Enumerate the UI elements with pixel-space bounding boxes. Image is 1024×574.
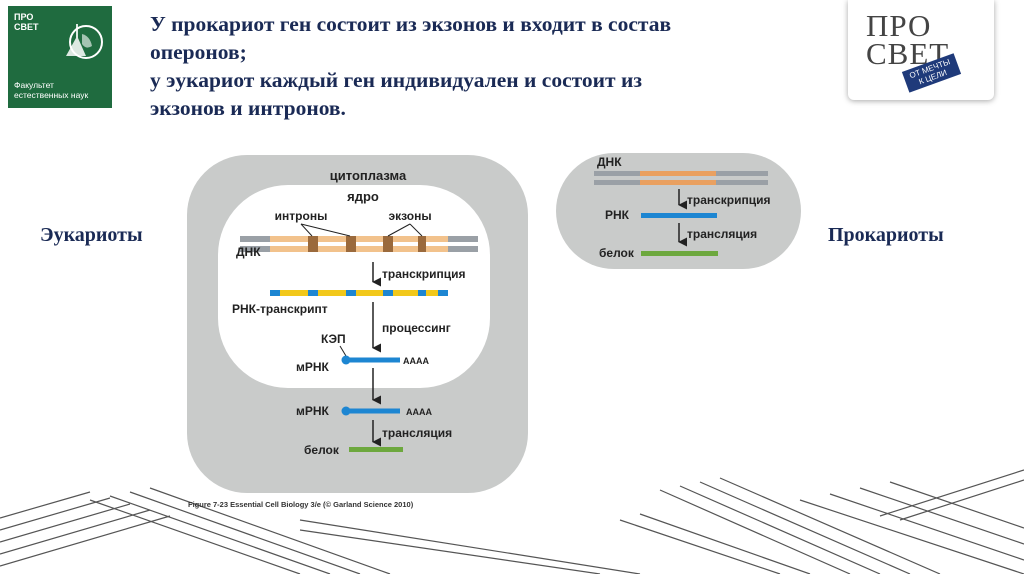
prokaryote-dna xyxy=(594,171,768,185)
nuclear-polya-label: AAAA xyxy=(403,356,429,366)
title-line-4: экзонов и интронов. xyxy=(150,96,346,120)
figure-caption: Figure 7-23 Essential Cell Biology 3/e (… xyxy=(188,500,414,509)
prokaryotes-label: Прокариоты xyxy=(828,224,944,246)
cap-label: КЭП xyxy=(321,332,346,346)
prokaryote-protein-bar xyxy=(641,251,718,256)
title-line-1: У прокариот ген состоит из экзонов и вхо… xyxy=(150,12,672,36)
exons-label: экзоны xyxy=(388,209,431,223)
eukaryote-protein-bar xyxy=(349,447,403,452)
cytoplasm-mrna-bar xyxy=(348,408,400,414)
title-line-2: оперонов; xyxy=(150,40,247,64)
eukaryote-translation-label: трансляция xyxy=(382,426,452,440)
nuclear-mrna-bar xyxy=(348,357,400,363)
eukaryotes-label: Эукариоты xyxy=(40,224,143,246)
prokaryote-protein-label: белок xyxy=(599,246,635,260)
logo-word-top: ПРО xyxy=(866,8,932,43)
prokaryote-transcription-label: транскрипция xyxy=(687,193,771,207)
cytoplasm-polya-label: AAAA xyxy=(406,407,432,417)
eukaryote-dna-label: ДНК xyxy=(236,245,261,259)
prosvet-logo: ПРО СВЕТ ОТ МЕЧТЫ К ЦЕЛИ xyxy=(848,0,994,100)
introns-label: интроны xyxy=(275,209,328,223)
eukaryote-protein-label: белок xyxy=(304,443,340,457)
cytoplasm-label: цитоплазма xyxy=(330,168,407,183)
prokaryote-rna-label: РНК xyxy=(605,208,630,222)
flask-globe-icon xyxy=(66,24,103,59)
rna-transcript-label: РНК-транскрипт xyxy=(232,302,328,316)
eukaryote-transcription-label: транскрипция xyxy=(382,267,466,281)
eukaryote-dna xyxy=(240,223,478,252)
page-title: У прокариот ген состоит из экзонов и вхо… xyxy=(150,10,830,122)
rna-transcript xyxy=(270,290,448,296)
prokaryote-dna-label: ДНК xyxy=(597,155,622,169)
processing-label: процессинг xyxy=(382,321,451,335)
faculty-logo: ПРО СВЕТ Факультет естественных наук xyxy=(8,6,112,108)
title-line-3: у эукариот каждый ген индивидуален и сос… xyxy=(150,68,643,92)
prokaryote-rna-bar xyxy=(641,213,717,218)
prokaryote-translation-label: трансляция xyxy=(687,227,757,241)
cap-pointer xyxy=(339,345,347,357)
faculty-line-1: Факультет xyxy=(14,80,54,90)
nuclear-mrna-label: мРНК xyxy=(296,360,330,374)
nucleus-label: ядро xyxy=(347,189,379,204)
logo-brand-text: ПРО СВЕТ xyxy=(14,12,39,32)
decorative-stripes xyxy=(0,469,1024,574)
faculty-name: Факультет естественных наук xyxy=(14,80,88,100)
faculty-line-2: естественных наук xyxy=(14,90,89,100)
cytoplasm-mrna-label: мРНК xyxy=(296,404,330,418)
